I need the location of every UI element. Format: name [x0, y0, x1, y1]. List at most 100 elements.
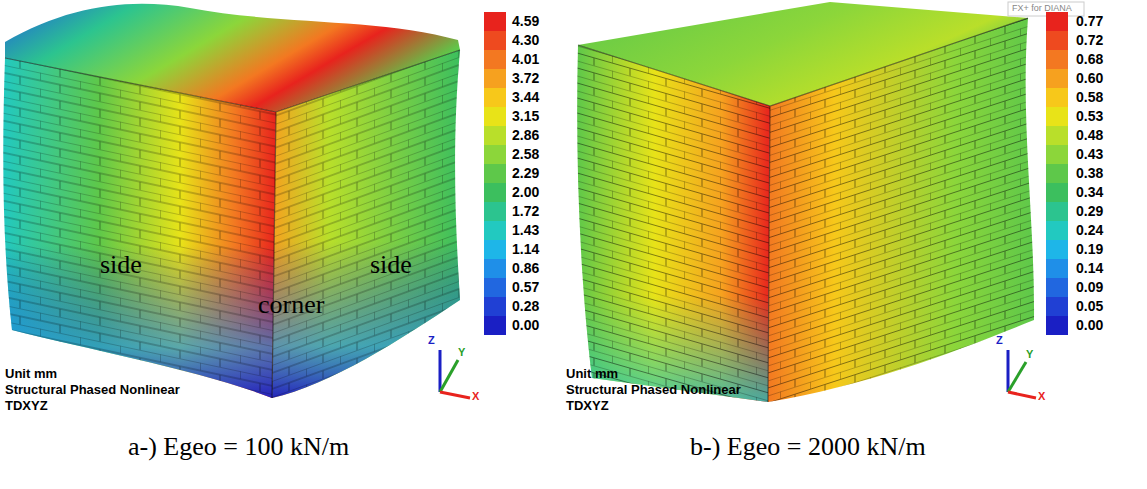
- colorbar-value: 0.14: [1076, 259, 1103, 278]
- colorbar-swatch: [484, 12, 506, 31]
- masonry-model-a: [3, 4, 460, 398]
- colorbar-swatch: [484, 240, 506, 259]
- brick-joints: [272, 50, 460, 398]
- colorbar-value: 0.57: [512, 278, 539, 297]
- axis-label: Z: [428, 334, 435, 346]
- colorbar-swatch: [1046, 221, 1068, 240]
- colorbar-value: 0.29: [1076, 202, 1103, 221]
- colorbar-swatch: [484, 107, 506, 126]
- colorbar-value: 0.00: [512, 316, 539, 335]
- colorbar-value: 1.43: [512, 221, 539, 240]
- output-note: TDXYZ: [566, 398, 609, 413]
- face-label: side: [370, 250, 412, 280]
- side-face: [768, 18, 1034, 402]
- colorbar-value: 2.86: [512, 126, 539, 145]
- axis-label: X: [1038, 390, 1045, 402]
- colorbar-value: 0.86: [512, 259, 539, 278]
- colorbar-swatch: [484, 221, 506, 240]
- colorbar-swatch: [484, 259, 506, 278]
- face-label: side: [100, 250, 142, 280]
- caption: a-) Egeo = 100 kN/m: [128, 432, 349, 462]
- colorbar-swatch: [484, 50, 506, 69]
- colorbar-value: 0.19: [1076, 240, 1103, 259]
- brick-joints: [768, 18, 1034, 402]
- model-edge: [5, 50, 460, 398]
- brick-joints: [577, 45, 770, 402]
- side-face: [577, 45, 770, 402]
- side-face: [272, 50, 460, 398]
- axis-label: Y: [458, 346, 465, 358]
- colorbar-value: 1.14: [512, 240, 539, 259]
- model-edge: [578, 18, 1028, 402]
- colorbar-swatch: [484, 316, 506, 335]
- colorbar-value: 3.72: [512, 69, 539, 88]
- analysis-note: Structural Phased Nonlinear: [566, 382, 741, 397]
- colorbar-value: 4.01: [512, 50, 539, 69]
- colorbar-value: 1.72: [512, 202, 539, 221]
- colorbar-swatch: [1046, 107, 1068, 126]
- caption: b-) Egeo = 2000 kN/m: [690, 432, 926, 462]
- colorbar-swatch: [1046, 126, 1068, 145]
- colorbar-value: 0.09: [1076, 278, 1103, 297]
- colorbar-swatch: [484, 31, 506, 50]
- side-face-shade: [272, 50, 460, 398]
- colorbar-value: 0.24: [1076, 221, 1103, 240]
- axis-label: Y: [1026, 348, 1033, 360]
- colorbar-swatch: [1046, 316, 1068, 335]
- colorbar-value: 0.72: [1076, 31, 1103, 50]
- colorbar-swatch: [484, 202, 506, 221]
- unit-note: Unit mm: [566, 366, 618, 381]
- colorbar-value: 3.44: [512, 88, 539, 107]
- colorbar-swatch: [1046, 12, 1068, 31]
- colorbar-swatch: [1046, 69, 1068, 88]
- colorbar-swatch: [1046, 278, 1068, 297]
- colorbar-swatch: [484, 69, 506, 88]
- colorbar-swatch: [1046, 183, 1068, 202]
- colorbar-swatch: [484, 126, 506, 145]
- colorbar-value: 2.29: [512, 164, 539, 183]
- output-note: TDXYZ: [5, 398, 48, 413]
- colorbar-value: 0.53: [1076, 107, 1103, 126]
- colorbar-value: 0.43: [1076, 145, 1103, 164]
- colorbar-swatch: [1046, 164, 1068, 183]
- colorbar-swatch: [1046, 31, 1068, 50]
- analysis-note: Structural Phased Nonlinear: [5, 382, 180, 397]
- side-face: [3, 58, 276, 398]
- axis-label: Z: [996, 334, 1003, 346]
- colorbar-value: 0.05: [1076, 297, 1103, 316]
- colorbar-swatch: [484, 88, 506, 107]
- colorbar-value: 4.59: [512, 12, 539, 31]
- colorbar-value: 0.34: [1076, 183, 1103, 202]
- unit-note: Unit mm: [5, 366, 57, 381]
- colorbar-value: 0.00: [1076, 316, 1103, 335]
- face-label: corner: [258, 290, 324, 320]
- colorbar-value: 3.15: [512, 107, 539, 126]
- axis-label: X: [472, 390, 479, 402]
- colorbar-value: 0.68: [1076, 50, 1103, 69]
- brick-joints: [3, 58, 276, 398]
- axis-triad: [440, 350, 470, 398]
- colorbar-value: 0.60: [1076, 69, 1103, 88]
- colorbar-value: 0.58: [1076, 88, 1103, 107]
- colorbar-swatch: [484, 164, 506, 183]
- side-face-shade: [3, 58, 276, 398]
- colorbar-swatch: [1046, 145, 1068, 164]
- colorbar-swatch: [1046, 202, 1068, 221]
- colorbar-swatch: [484, 278, 506, 297]
- colorbar-value: 0.38: [1076, 164, 1103, 183]
- side-face-shade: [577, 45, 770, 402]
- colorbar-value: 0.28: [512, 297, 539, 316]
- colorbar-swatch: [484, 183, 506, 202]
- colorbar-value: 0.77: [1076, 12, 1103, 31]
- colorbar-value: 4.30: [512, 31, 539, 50]
- colorbar-value: 2.00: [512, 183, 539, 202]
- colorbar-swatch: [1046, 259, 1068, 278]
- colorbar-swatch: [1046, 240, 1068, 259]
- colorbar-swatch: [1046, 88, 1068, 107]
- colorbar-swatch: [484, 297, 506, 316]
- colorbar-swatch: [1046, 297, 1068, 316]
- masonry-model-b: [577, 2, 1034, 402]
- colorbar-value: 2.58: [512, 145, 539, 164]
- colorbar-swatch: [1046, 50, 1068, 69]
